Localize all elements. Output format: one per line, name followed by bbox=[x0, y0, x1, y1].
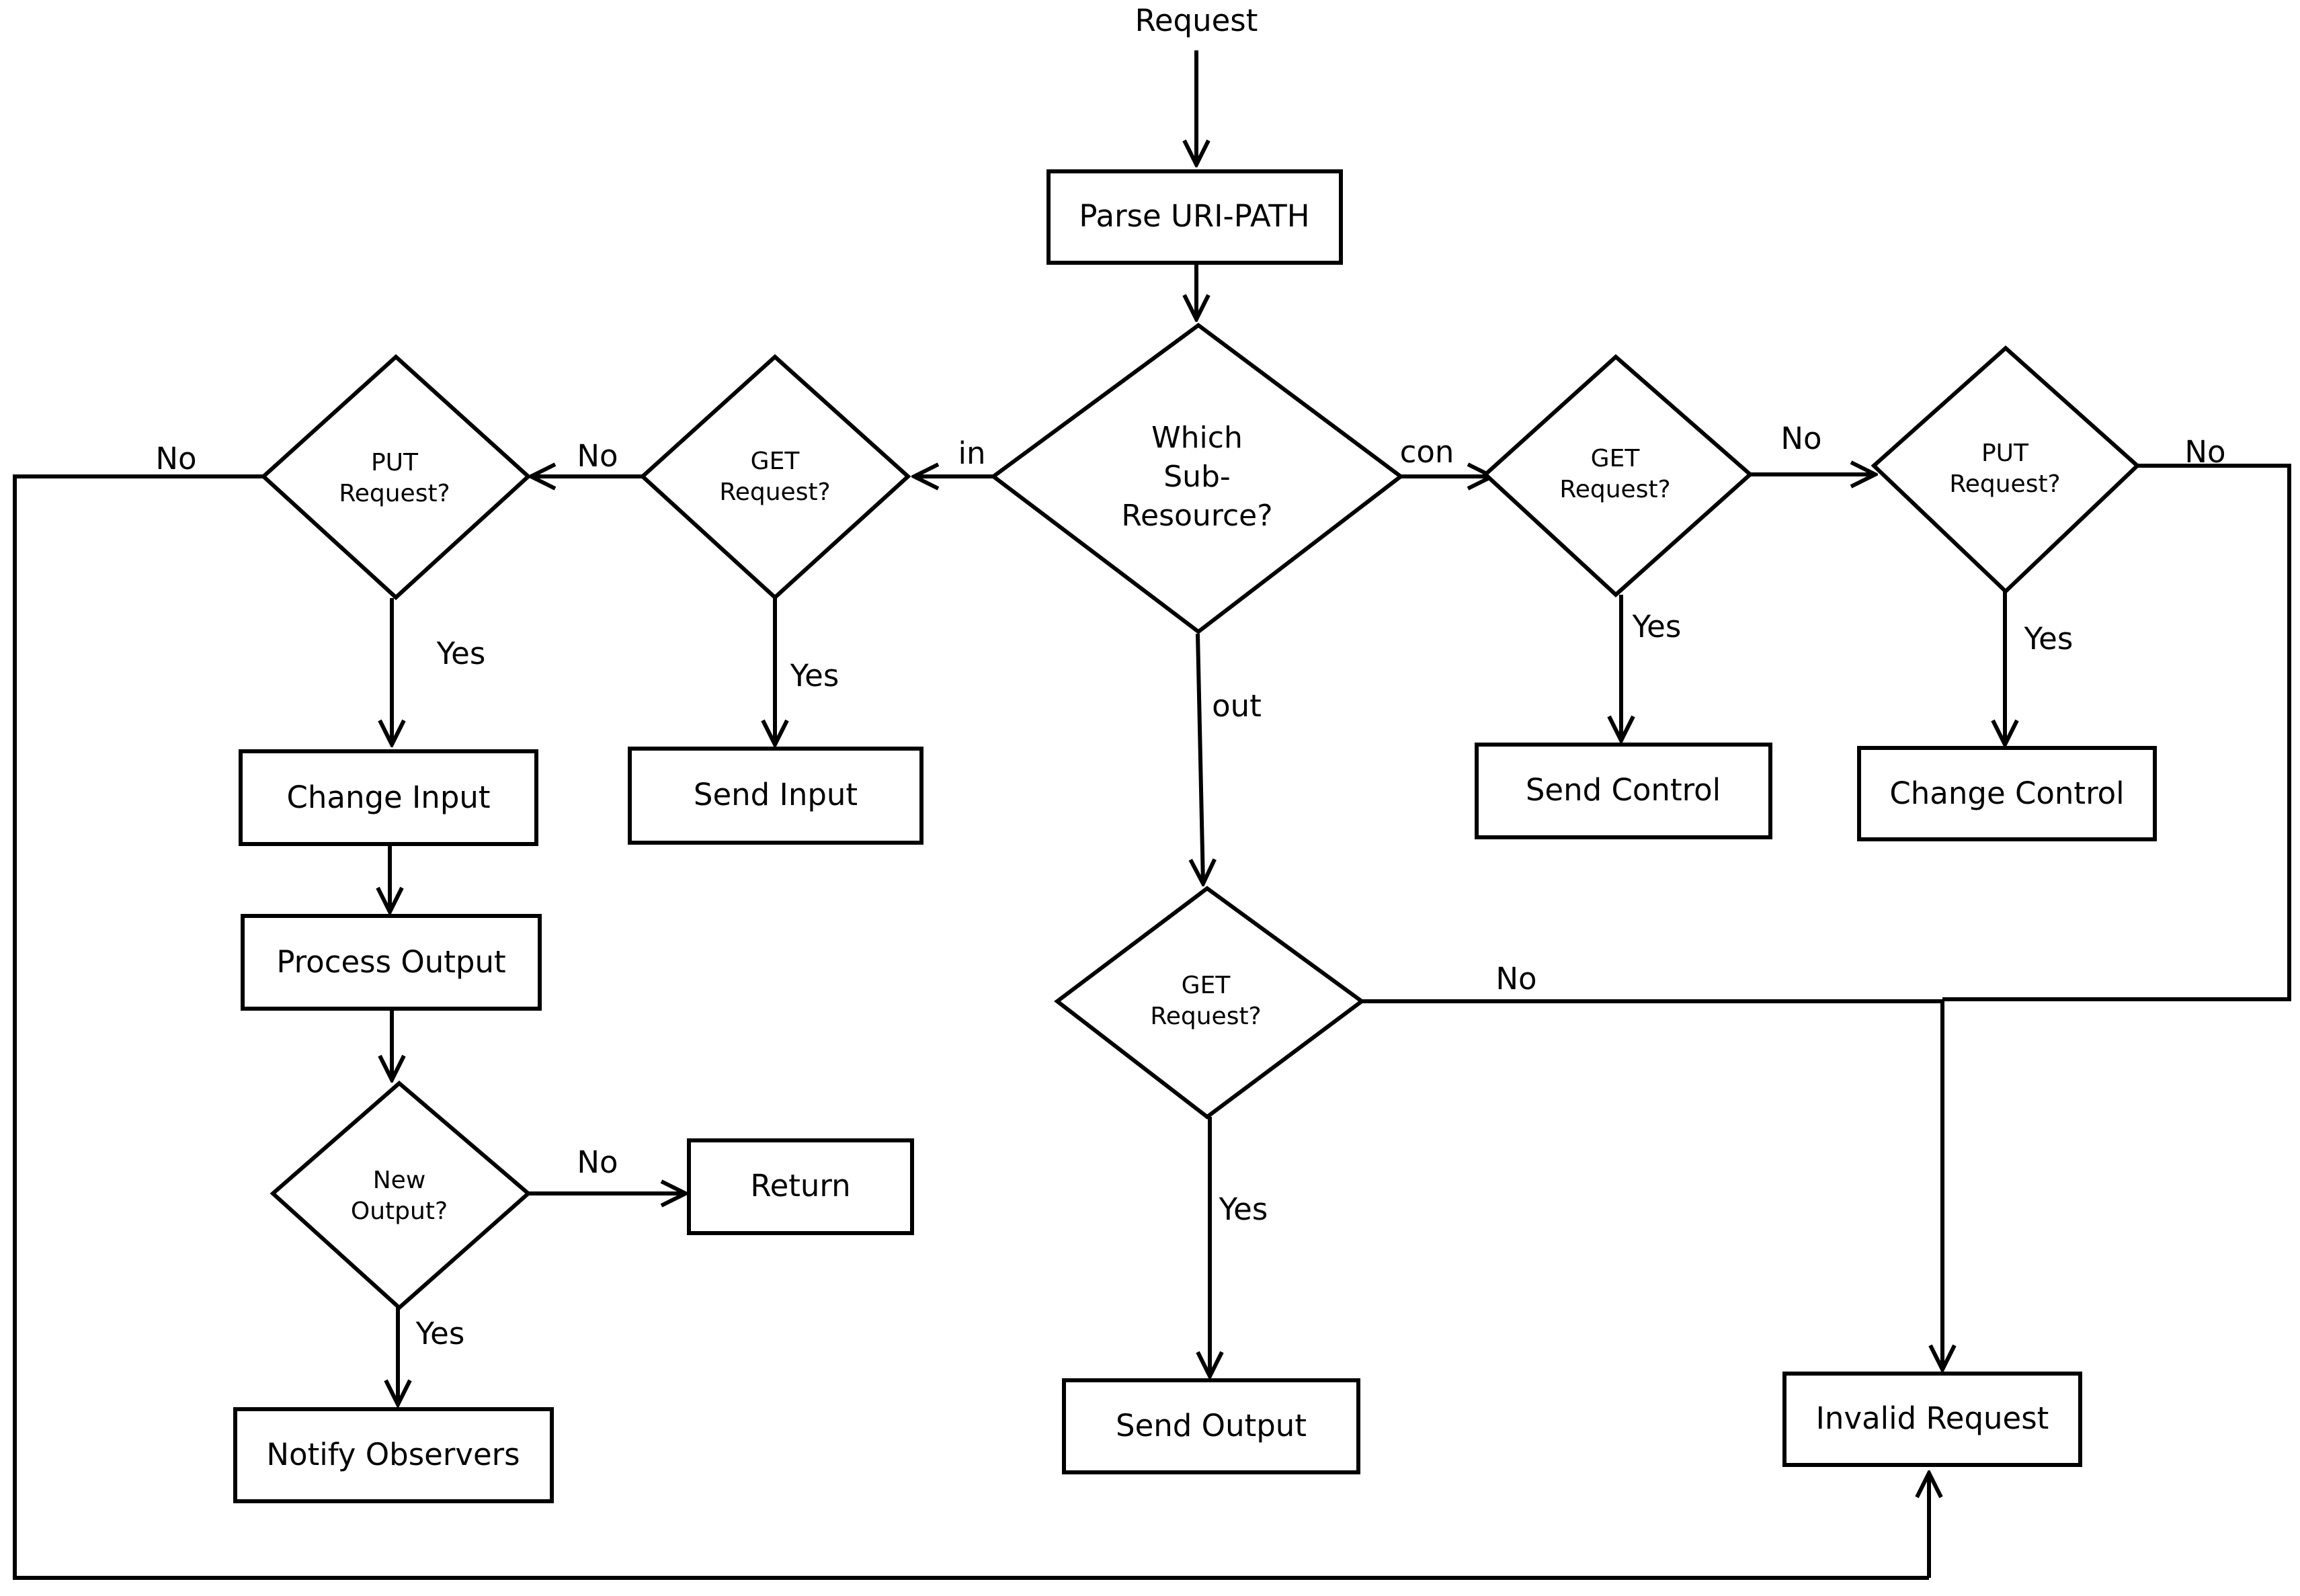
edge-which-out bbox=[1198, 633, 1203, 884]
decision-get-out: GET Request? bbox=[1054, 886, 1366, 1120]
process-send-input: Send Input bbox=[628, 747, 923, 845]
request-start-label: Request bbox=[1135, 3, 1258, 38]
invalid-request-label: Invalid Request bbox=[1816, 1400, 2049, 1436]
new-output-line-2: Output? bbox=[351, 1198, 448, 1225]
notify-observers-label: Notify Observers bbox=[266, 1437, 520, 1472]
which-line-2: Sub- bbox=[1163, 460, 1231, 494]
get-out-line-2: Request? bbox=[1150, 1003, 1261, 1030]
process-invalid-request: Invalid Request bbox=[1782, 1372, 2082, 1467]
decision-get-in: GET Request? bbox=[639, 353, 911, 601]
decision-which-sub-resource: Which Sub- Resource? bbox=[989, 323, 1404, 634]
put-in-line-1: PUT bbox=[371, 449, 419, 476]
label-get-out-yes: Yes bbox=[1219, 1191, 1268, 1227]
send-control-label: Send Control bbox=[1526, 772, 1721, 808]
new-output-line-1: New bbox=[373, 1167, 426, 1194]
decision-put-in: PUT Request? bbox=[260, 353, 532, 601]
get-out-line-1: GET bbox=[1182, 972, 1231, 999]
send-input-label: Send Input bbox=[694, 777, 858, 812]
edge-labels: Request in con out No No Yes Yes No No Y… bbox=[155, 3, 2225, 1351]
label-put-con-no: No bbox=[2184, 434, 2225, 470]
label-get-in-yes: Yes bbox=[790, 658, 839, 694]
label-get-out-no: No bbox=[1495, 961, 1536, 997]
put-con-line-2: Request? bbox=[1949, 470, 2060, 498]
label-get-con-yes: Yes bbox=[1632, 609, 1682, 644]
change-control-label: Change Control bbox=[1889, 775, 2124, 811]
label-get-in-no: No bbox=[577, 438, 618, 474]
process-parse-uri-path: Parse URI-PATH bbox=[1046, 169, 1343, 265]
get-in-line-1: GET bbox=[751, 448, 800, 475]
send-output-label: Send Output bbox=[1116, 1408, 1307, 1443]
label-put-con-yes: Yes bbox=[2024, 621, 2073, 657]
label-new-output-yes: Yes bbox=[415, 1316, 465, 1351]
put-con-line-1: PUT bbox=[1981, 439, 2029, 467]
connectors bbox=[13, 50, 2291, 1580]
label-put-in-yes: Yes bbox=[436, 636, 486, 671]
process-output-label: Process Output bbox=[276, 944, 505, 980]
edge-put-con-no bbox=[1942, 464, 2291, 1001]
process-send-control: Send Control bbox=[1475, 743, 1772, 839]
label-new-output-no: No bbox=[577, 1144, 618, 1180]
label-con: con bbox=[1400, 434, 1454, 470]
process-process-output: Process Output bbox=[241, 914, 542, 1011]
parse-label: Parse URI-PATH bbox=[1079, 198, 1309, 234]
process-send-output: Send Output bbox=[1062, 1378, 1360, 1474]
label-out: out bbox=[1212, 688, 1262, 724]
label-in: in bbox=[958, 435, 985, 471]
put-in-line-2: Request? bbox=[339, 480, 450, 507]
decision-put-con: PUT Request? bbox=[1871, 345, 2141, 595]
get-con-line-2: Request? bbox=[1559, 476, 1670, 503]
return-label: Return bbox=[750, 1168, 850, 1204]
decision-new-output: New Output? bbox=[270, 1081, 532, 1311]
get-in-line-2: Request? bbox=[719, 478, 830, 506]
edge-put-in-no-loop bbox=[13, 474, 1929, 1580]
process-change-control: Change Control bbox=[1857, 746, 2157, 841]
process-notify-observers: Notify Observers bbox=[233, 1407, 554, 1503]
process-return: Return bbox=[687, 1138, 914, 1235]
label-get-con-no: No bbox=[1780, 421, 1821, 456]
label-put-in-no: No bbox=[155, 441, 196, 476]
which-line-3: Resource? bbox=[1121, 499, 1272, 533]
process-change-input: Change Input bbox=[239, 749, 538, 846]
change-input-label: Change Input bbox=[286, 780, 490, 815]
which-line-1: Which bbox=[1151, 421, 1243, 455]
get-con-line-1: GET bbox=[1591, 445, 1641, 472]
decision-get-con: GET Request? bbox=[1482, 353, 1754, 598]
